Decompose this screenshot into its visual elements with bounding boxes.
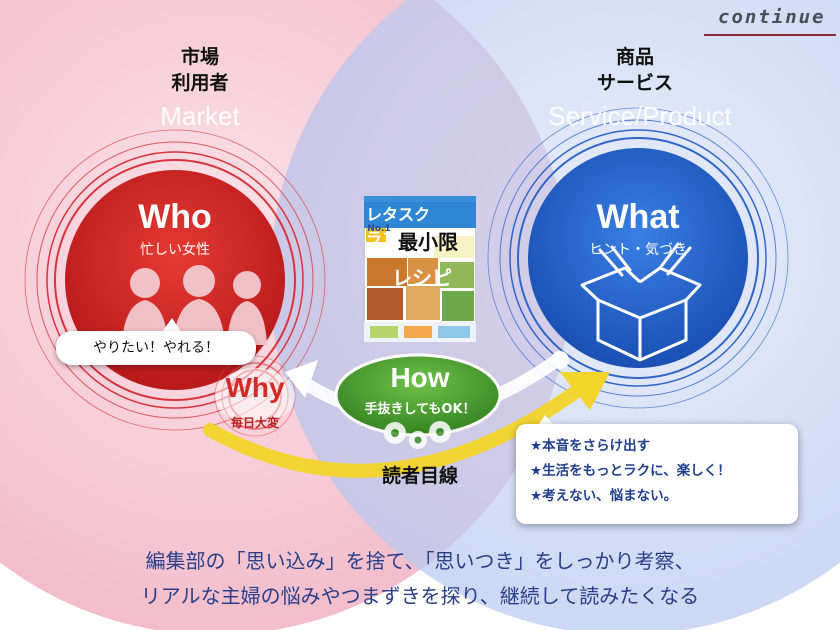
speech-bubble: やりたい！やれる！ xyxy=(56,331,256,365)
service-rings xyxy=(487,107,789,409)
magazine-badge: No.1 xyxy=(367,224,391,234)
magazine-title: レタスクラブ xyxy=(366,205,431,248)
market-heading-line1: 市場 xyxy=(180,46,219,68)
service-heading-line2: サービス xyxy=(596,72,673,94)
footer-line1: 編集部の「思い込み」を捨て、「思いつき」をしっかり考察、 xyxy=(145,549,695,573)
what-title: What xyxy=(596,198,680,236)
who-title: Who xyxy=(138,198,212,236)
market-rings xyxy=(24,129,326,431)
chopsticks-icon xyxy=(598,242,692,277)
logo-underline xyxy=(704,34,836,36)
point-item: ★本音をさらけ出す xyxy=(530,438,651,454)
point-item: ★生活をもっとラクに、楽しく！ xyxy=(530,463,731,479)
who-subtitle: 忙しい女性 xyxy=(140,242,210,258)
magazine-cover xyxy=(364,196,476,342)
why-title: Why xyxy=(225,372,285,403)
box-icon xyxy=(580,266,702,362)
service-english-label: Service/Product xyxy=(548,101,732,131)
footer-line2: リアルな主婦の悩みやつまずきを探り、継続して読みたくなる xyxy=(140,584,700,608)
why-subtitle: 毎日大変 xyxy=(230,416,279,430)
how-subtitle: 手抜きしてもOK！ xyxy=(364,402,476,417)
how-title: How xyxy=(390,362,450,393)
what-subtitle: ヒント・気づき xyxy=(589,242,687,258)
point-item: ★考えない、悩まない。 xyxy=(530,488,678,504)
market-heading-line2: 利用者 xyxy=(171,72,229,94)
what-circle xyxy=(528,148,748,368)
gears-icon xyxy=(384,421,451,449)
reader-view-label: 読者目線 xyxy=(381,465,458,487)
continue-logo: continue xyxy=(718,6,826,28)
magazine-headline-top: 最小限 xyxy=(398,230,458,254)
points-panel: ★本音をさらけ出す ★生活をもっとラクに、楽しく！ ★考えない、悩まない。 xyxy=(516,424,798,524)
market-english-label: Market xyxy=(160,101,240,131)
service-heading-line1: 商品 xyxy=(615,46,654,68)
yellow-arrow xyxy=(203,378,592,478)
magazine-headline-bottom: レシピ xyxy=(392,266,452,290)
